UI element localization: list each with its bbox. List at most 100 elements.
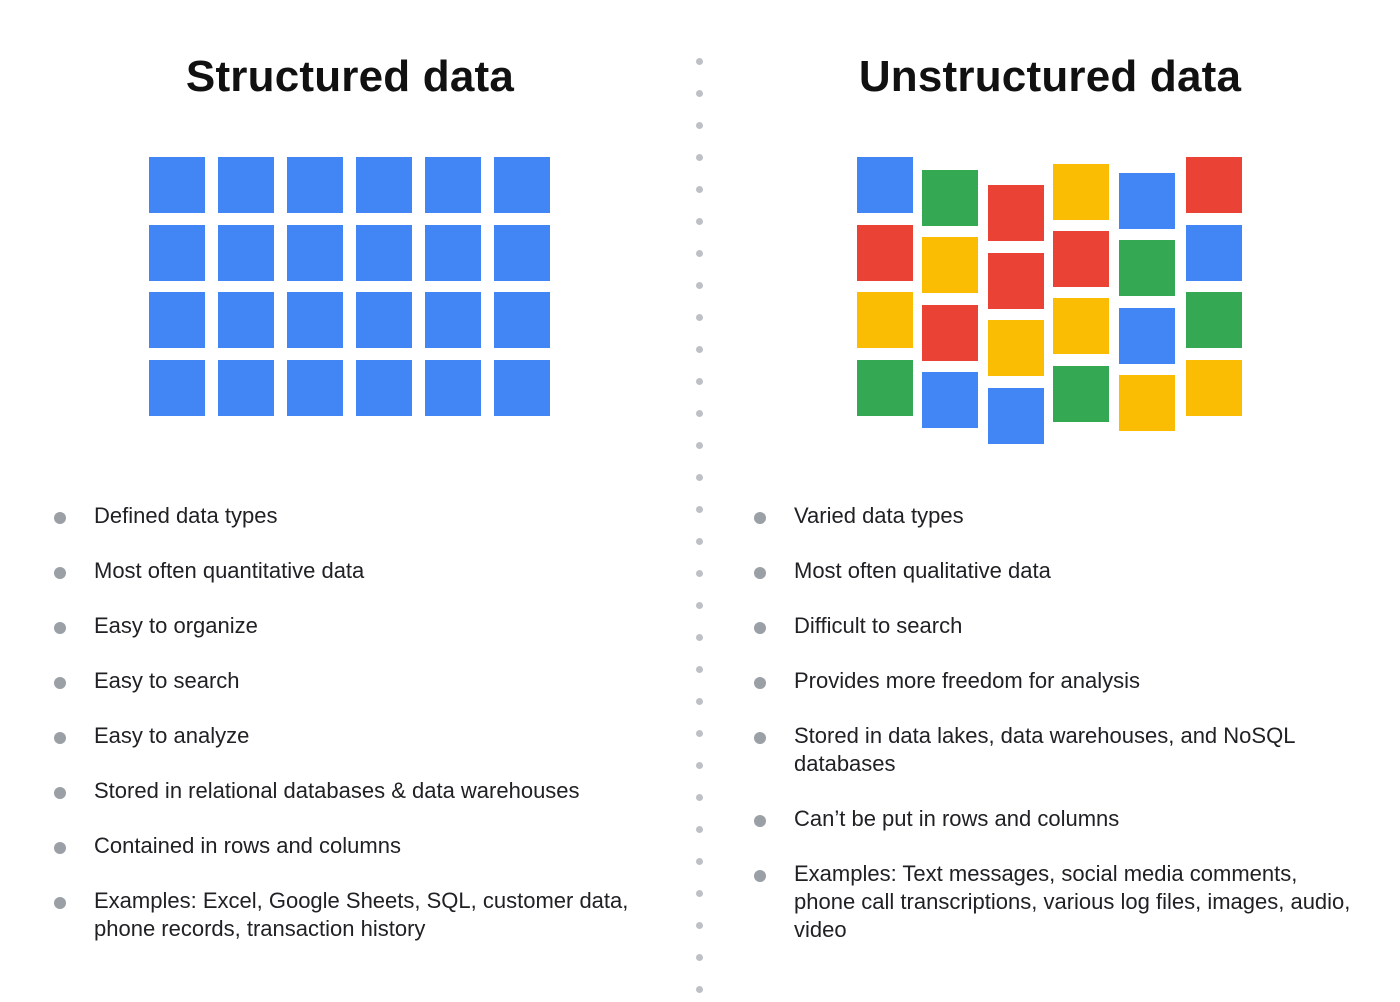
bullet-item: Defined data types [52,502,672,530]
bullet-text: Most often qualitative data [794,558,1051,583]
structured-tile [149,360,205,416]
structured-tile [149,292,205,348]
divider-dot [696,474,703,481]
unstructured-tile-green [1119,240,1175,296]
divider-dot [696,122,703,129]
divider-dot [696,602,703,609]
divider-dot [696,890,703,897]
bullet-text: Defined data types [94,503,278,528]
divider-dot [696,730,703,737]
unstructured-data-title: Unstructured data [858,52,1242,101]
structured-tile [218,292,274,348]
divider-dot [696,858,703,865]
unstructured-tile-yellow [1119,375,1175,431]
bullet-dot-icon [754,567,766,579]
bullet-dot-icon [54,567,66,579]
divider-dot [696,698,703,705]
divider-dot [696,410,703,417]
divider-dot [696,826,703,833]
bullet-dot-icon [754,512,766,524]
bullet-item: Stored in data lakes, data warehouses, a… [752,722,1352,778]
structured-tile [149,225,205,281]
structured-tile [356,292,412,348]
bullet-dot-icon [754,732,766,744]
unstructured-tile-blue [857,157,913,213]
unstructured-tile-green [857,360,913,416]
bullet-text: Varied data types [794,503,964,528]
bullet-item: Most often qualitative data [752,557,1352,585]
unstructured-tile-green [922,170,978,226]
bullet-text: Most often quantitative data [94,558,365,583]
structured-data-bullet-list: Defined data types Most often quantitati… [52,502,672,970]
bullet-text: Difficult to search [794,613,963,638]
structured-tile [218,360,274,416]
bullet-text: Stored in data lakes, data warehouses, a… [794,723,1295,776]
bullet-item: Easy to analyze [52,722,672,750]
dotted-divider [694,58,704,1002]
structured-tile [425,292,481,348]
structured-tile [356,157,412,213]
bullet-text: Easy to analyze [94,723,250,748]
divider-dot [696,378,703,385]
unstructured-tile-green [1186,292,1242,348]
structured-tile [356,360,412,416]
structured-tile [494,292,550,348]
structured-tile [494,225,550,281]
structured-data-panel: Structured data Defined data types Most … [0,0,698,1002]
bullet-item: Examples: Excel, Google Sheets, SQL, cus… [52,887,672,943]
unstructured-tile-blue [922,372,978,428]
bullet-text: Provides more freedom for analysis [794,668,1141,693]
bullet-text: Easy to search [94,668,240,693]
divider-dot [696,58,703,65]
bullet-item: Stored in relational databases & data wa… [52,777,672,805]
divider-dot [696,922,703,929]
bullet-text: Contained in rows and columns [94,833,401,858]
unstructured-tile-yellow [922,237,978,293]
bullet-dot-icon [54,622,66,634]
unstructured-tile-blue [1186,225,1242,281]
unstructured-tile-blue [1119,173,1175,229]
unstructured-tile-yellow [1053,298,1109,354]
structured-tile [494,157,550,213]
unstructured-tile-red [988,185,1044,241]
bullet-dot-icon [754,677,766,689]
unstructured-tile-red [1053,231,1109,287]
structured-data-grid [0,0,700,470]
unstructured-tile-red [1186,157,1242,213]
bullet-item: Difficult to search [752,612,1352,640]
divider-dot [696,90,703,97]
divider-dot [696,442,703,449]
unstructured-tile-blue [1119,308,1175,364]
divider-dot [696,570,703,577]
structured-tile [287,360,343,416]
bullet-text: Easy to organize [94,613,258,638]
structured-tile [287,157,343,213]
unstructured-tile-green [1053,366,1109,422]
divider-dot [696,634,703,641]
bullet-item: Can’t be put in rows and columns [752,805,1352,833]
divider-dot [696,506,703,513]
unstructured-tile-blue [988,388,1044,444]
bullet-dot-icon [54,842,66,854]
divider-dot [696,538,703,545]
divider-dot [696,250,703,257]
structured-tile [356,225,412,281]
unstructured-data-grid [700,0,1400,470]
unstructured-tile-yellow [857,292,913,348]
bullet-item: Examples: Text messages, social media co… [752,860,1352,944]
divider-dot [696,282,703,289]
structured-tile [218,157,274,213]
bullet-item: Easy to search [52,667,672,695]
unstructured-data-panel: Unstructured data Varied data types Most… [700,0,1400,1002]
structured-tile [149,157,205,213]
divider-dot [696,186,703,193]
divider-dot [696,794,703,801]
divider-dot [696,218,703,225]
structured-tile [425,157,481,213]
structured-data-title: Structured data [185,52,515,101]
bullet-text: Examples: Excel, Google Sheets, SQL, cus… [94,888,629,941]
divider-dot [696,986,703,993]
unstructured-tile-yellow [988,320,1044,376]
structured-tile [425,225,481,281]
unstructured-data-bullet-list: Varied data types Most often qualitative… [752,502,1352,971]
